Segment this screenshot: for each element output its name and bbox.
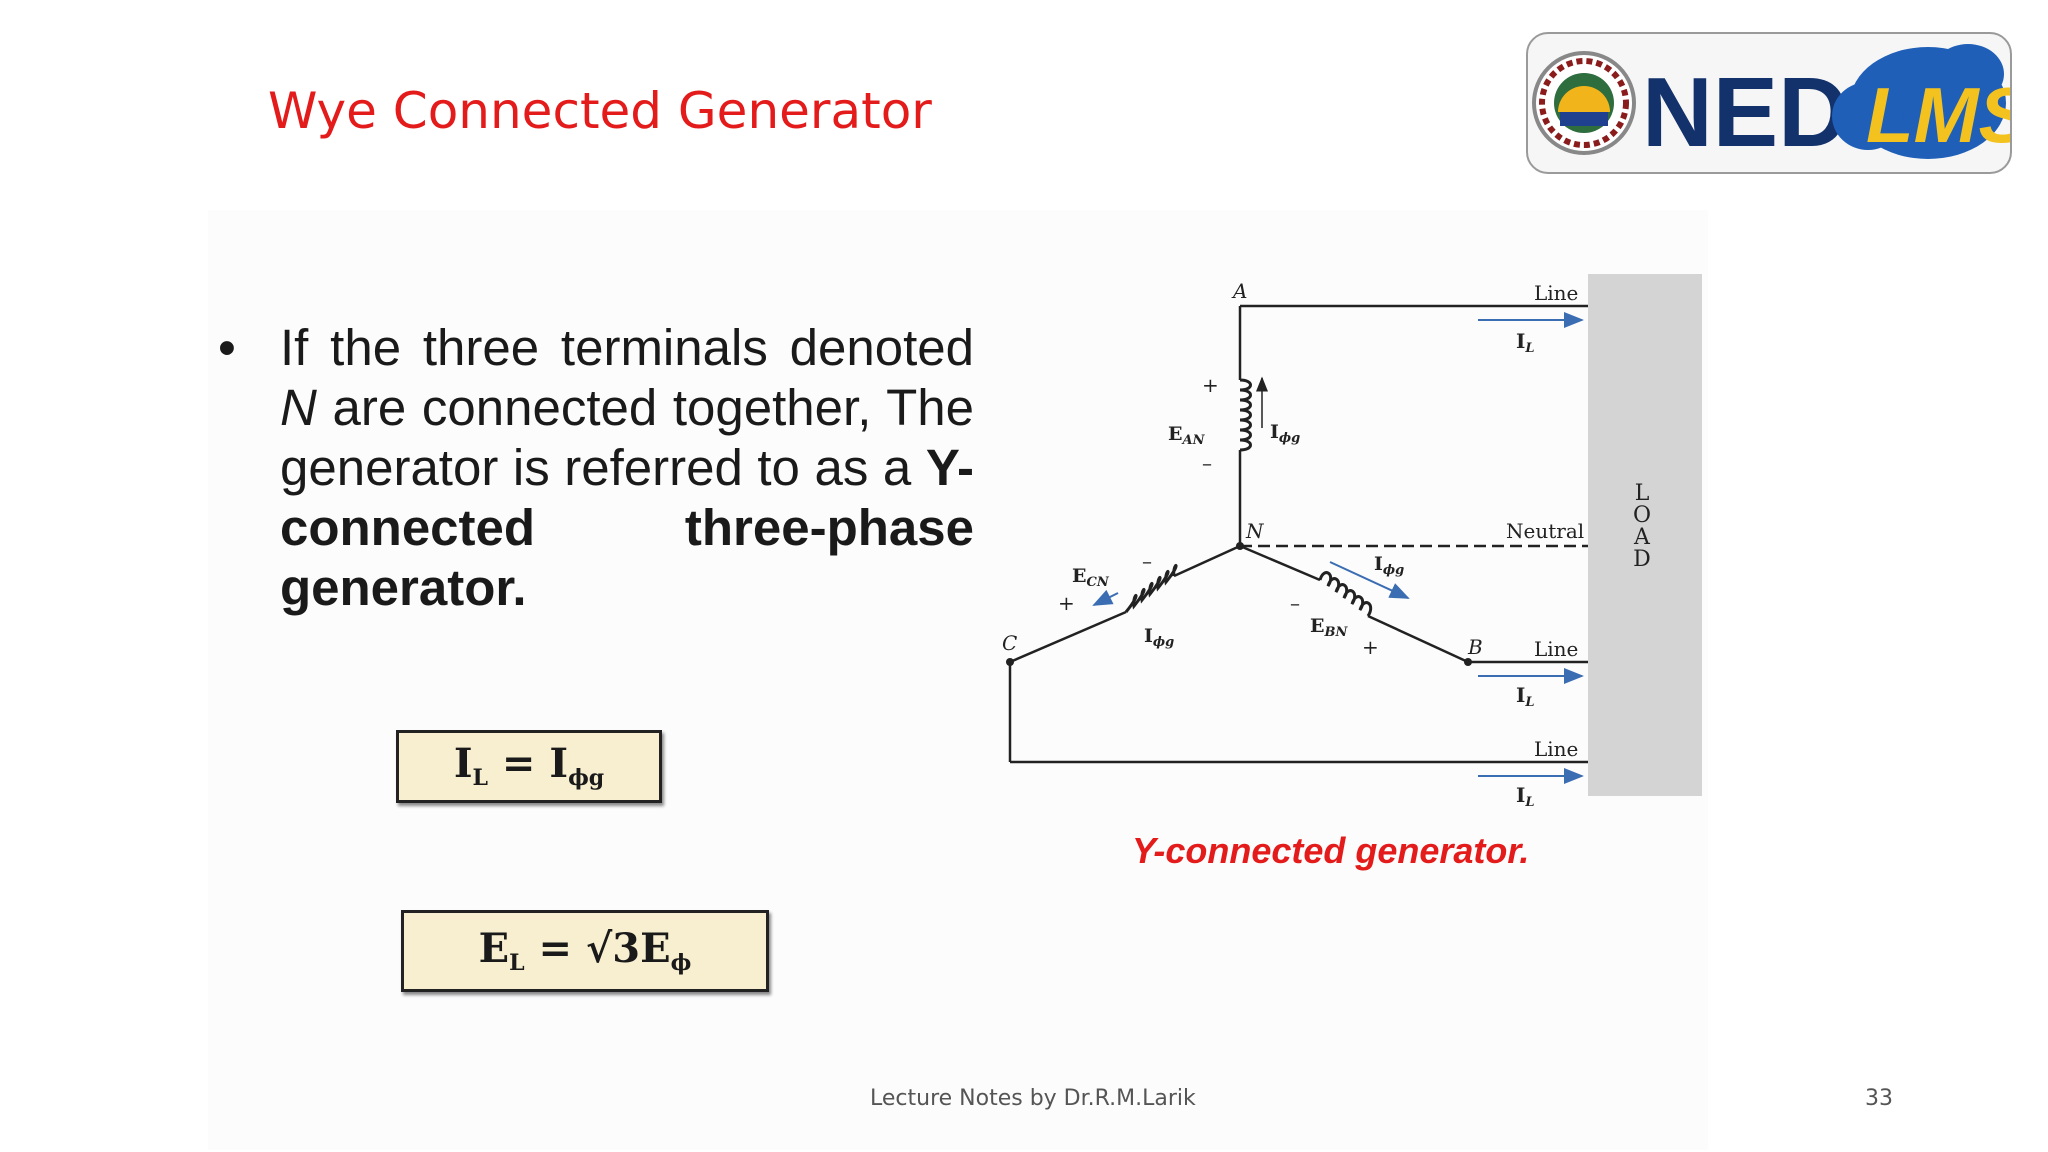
line-label-c: Line — [1534, 737, 1578, 761]
emf-bn-label: EBN — [1310, 615, 1348, 640]
minus-bn: – — [1290, 591, 1300, 615]
logo-ned-text: NED — [1642, 57, 1849, 167]
slide-content-panel — [208, 210, 1708, 1150]
current-line-b: IL — [1516, 683, 1535, 710]
lms-cloud-icon — [1832, 44, 2006, 159]
page-number: 33 — [1865, 1086, 1893, 1111]
coil-an — [1239, 378, 1252, 452]
load-block — [1588, 274, 1702, 796]
current-phase-an: Iϕg — [1270, 421, 1300, 446]
load-label-a: A — [1633, 525, 1651, 550]
load-label-l: L — [1635, 481, 1650, 506]
load-label-o: O — [1633, 503, 1651, 528]
load-label-d: D — [1633, 547, 1651, 572]
emf-an-label: EAN — [1168, 423, 1206, 448]
bullet-paragraph: If the three terminals denoted N are con… — [280, 318, 974, 618]
node-n-label: N — [1245, 519, 1265, 543]
minus-an: – — [1202, 451, 1212, 475]
node-b-label: B — [1467, 635, 1483, 659]
node-c-label: C — [1002, 631, 1017, 655]
diagram-caption: Y-connected generator. — [1132, 830, 1530, 871]
plus-an: + — [1202, 373, 1219, 397]
emf-cn-label: ECN — [1072, 565, 1110, 590]
bullet-italic-n: N — [280, 379, 317, 436]
plus-cn: + — [1058, 591, 1075, 615]
slide-title: Wye Connected Generator — [268, 82, 932, 140]
current-line-c: IL — [1516, 783, 1535, 810]
ned-seal-icon — [1532, 51, 1636, 155]
bullet-text-part2: are connected together, The generator is… — [280, 379, 974, 496]
bullet-bold-text: Y-connected three-phase generator. — [280, 439, 974, 616]
neutral-label: Neutral — [1506, 519, 1584, 543]
line-label-b: Line — [1534, 637, 1578, 661]
footer-text: Lecture Notes by Dr.R.M.Larik — [870, 1086, 1196, 1111]
minus-cn: – — [1142, 549, 1152, 573]
bullet-text-part1: If the three terminals denoted — [280, 319, 974, 376]
line-label-a: Line — [1534, 281, 1578, 305]
formula-line-voltage: EL = √3Eϕ — [401, 910, 769, 992]
coil-bn — [1318, 571, 1373, 617]
formula-line-current: IL = Iϕg — [396, 730, 662, 803]
plus-bn: + — [1362, 635, 1379, 659]
current-phase-cn: Iϕg — [1144, 625, 1174, 650]
bullet-dot: • — [218, 319, 236, 376]
ned-lms-logo: NED LMS — [1526, 32, 2012, 174]
current-phase-bn: Iϕg — [1374, 553, 1404, 578]
current-line-a: IL — [1516, 329, 1535, 356]
logo-lms-text: LMS — [1866, 71, 2010, 159]
coil-cn — [1124, 564, 1178, 613]
y-connected-circuit-diagram: L O A D A N B C Line Line Line Neutral I… — [1002, 274, 1702, 810]
node-a-label: A — [1231, 279, 1247, 303]
